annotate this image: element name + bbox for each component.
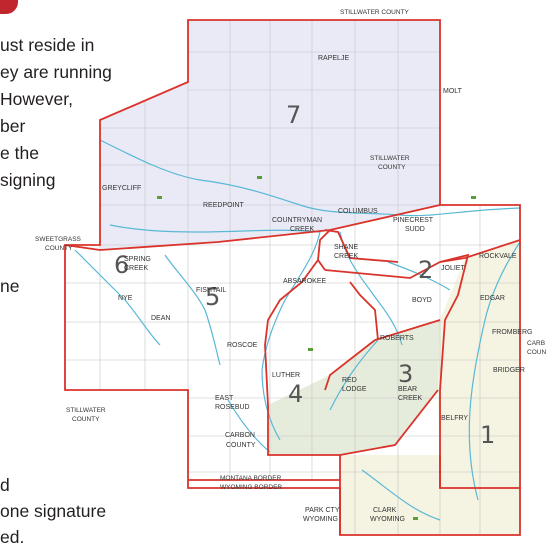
district-2-label: 2 (418, 256, 433, 284)
wyoming-area (340, 455, 520, 535)
district-3-label: 3 (398, 360, 413, 388)
label-spring: SPRING (124, 256, 151, 263)
label-bear: BEAR (398, 386, 417, 393)
district-7-label: 7 (286, 101, 301, 129)
label-fishtail: FISHTAIL (196, 287, 226, 294)
label-countryman-creek: CREEK (290, 226, 314, 233)
district-5-label: 5 (205, 283, 220, 311)
label-stillwater-bottom: STILLWATER (66, 407, 106, 414)
label-rockvale: ROCKVALE (479, 253, 517, 260)
district-3-area (268, 320, 440, 455)
label-pinecrest: PINECREST (393, 217, 434, 224)
district-6-label: 6 (114, 251, 129, 279)
label-fromberg: FROMBERG (492, 329, 532, 336)
label-stillwater-county-top: STILLWATER COUNTY (340, 9, 410, 16)
district-boundaries (64, 19, 521, 536)
label-absarokee: ABSAROKEE (283, 278, 327, 285)
label-roscoe: ROSCOE (227, 342, 258, 349)
label-county-right: COUN (527, 349, 546, 356)
park-markers (157, 176, 476, 520)
label-montana-border: MONTANA BORDER (220, 475, 282, 482)
label-bridger: BRIDGER (493, 367, 525, 374)
district-1-area (438, 240, 520, 488)
label-sweetgrass: SWEETGRASS (35, 236, 82, 243)
district-1-label: 1 (480, 421, 495, 449)
label-wyoming-right: WYOMING (370, 516, 405, 523)
label-stillwater-mid: STILLWATER (370, 155, 410, 162)
label-red: RED (342, 377, 357, 384)
label-shane: SHANE (334, 244, 358, 251)
label-carbon-county: COUNTY (226, 442, 256, 449)
label-dean: DEAN (151, 315, 170, 322)
label-stillwater-bottom-county: COUNTY (72, 416, 100, 423)
label-joliet: JOLIET (441, 265, 465, 272)
label-greycliff: GREYCLIFF (102, 185, 141, 192)
label-carbon: CARBON (225, 432, 255, 439)
label-rosebud: ROSEBUD (215, 404, 250, 411)
label-carbon-right: CARB (527, 340, 545, 347)
label-stillwater-mid-county: COUNTY (378, 164, 406, 171)
label-columbus: COLUMBUS (338, 208, 378, 215)
rivers (74, 139, 521, 521)
label-rapelje: RAPELJE (318, 55, 349, 62)
district-4-label: 4 (288, 380, 303, 408)
label-luther: LUTHER (272, 372, 300, 379)
label-countryman: COUNTRYMAN (272, 217, 322, 224)
label-molt: MOLT (443, 88, 463, 95)
label-belfry: BELFRY (441, 415, 468, 422)
label-sudd: SUDD (405, 226, 425, 233)
label-east: EAST (215, 395, 234, 402)
label-wyoming-border: WYOMING BORDER (220, 484, 282, 491)
label-reedpoint: REEDPOINT (203, 202, 245, 209)
corner-accent (0, 0, 18, 14)
label-spring-creek: CREEK (124, 265, 148, 272)
label-sweetgrass-county: COUNTY (45, 245, 73, 252)
label-wyoming-left: WYOMING (303, 516, 338, 523)
label-park-cty: PARK CTY (305, 507, 340, 514)
label-bear-creek: CREEK (398, 395, 422, 402)
label-shane-creek: CREEK (334, 253, 358, 260)
label-boyd: BOYD (412, 297, 432, 304)
label-nye: NYE (118, 295, 133, 302)
label-edgar: EDGAR (480, 295, 505, 302)
label-roberts: ROBERTS (380, 335, 414, 342)
label-lodge: LODGE (342, 386, 367, 393)
label-clark: CLARK (373, 507, 397, 514)
